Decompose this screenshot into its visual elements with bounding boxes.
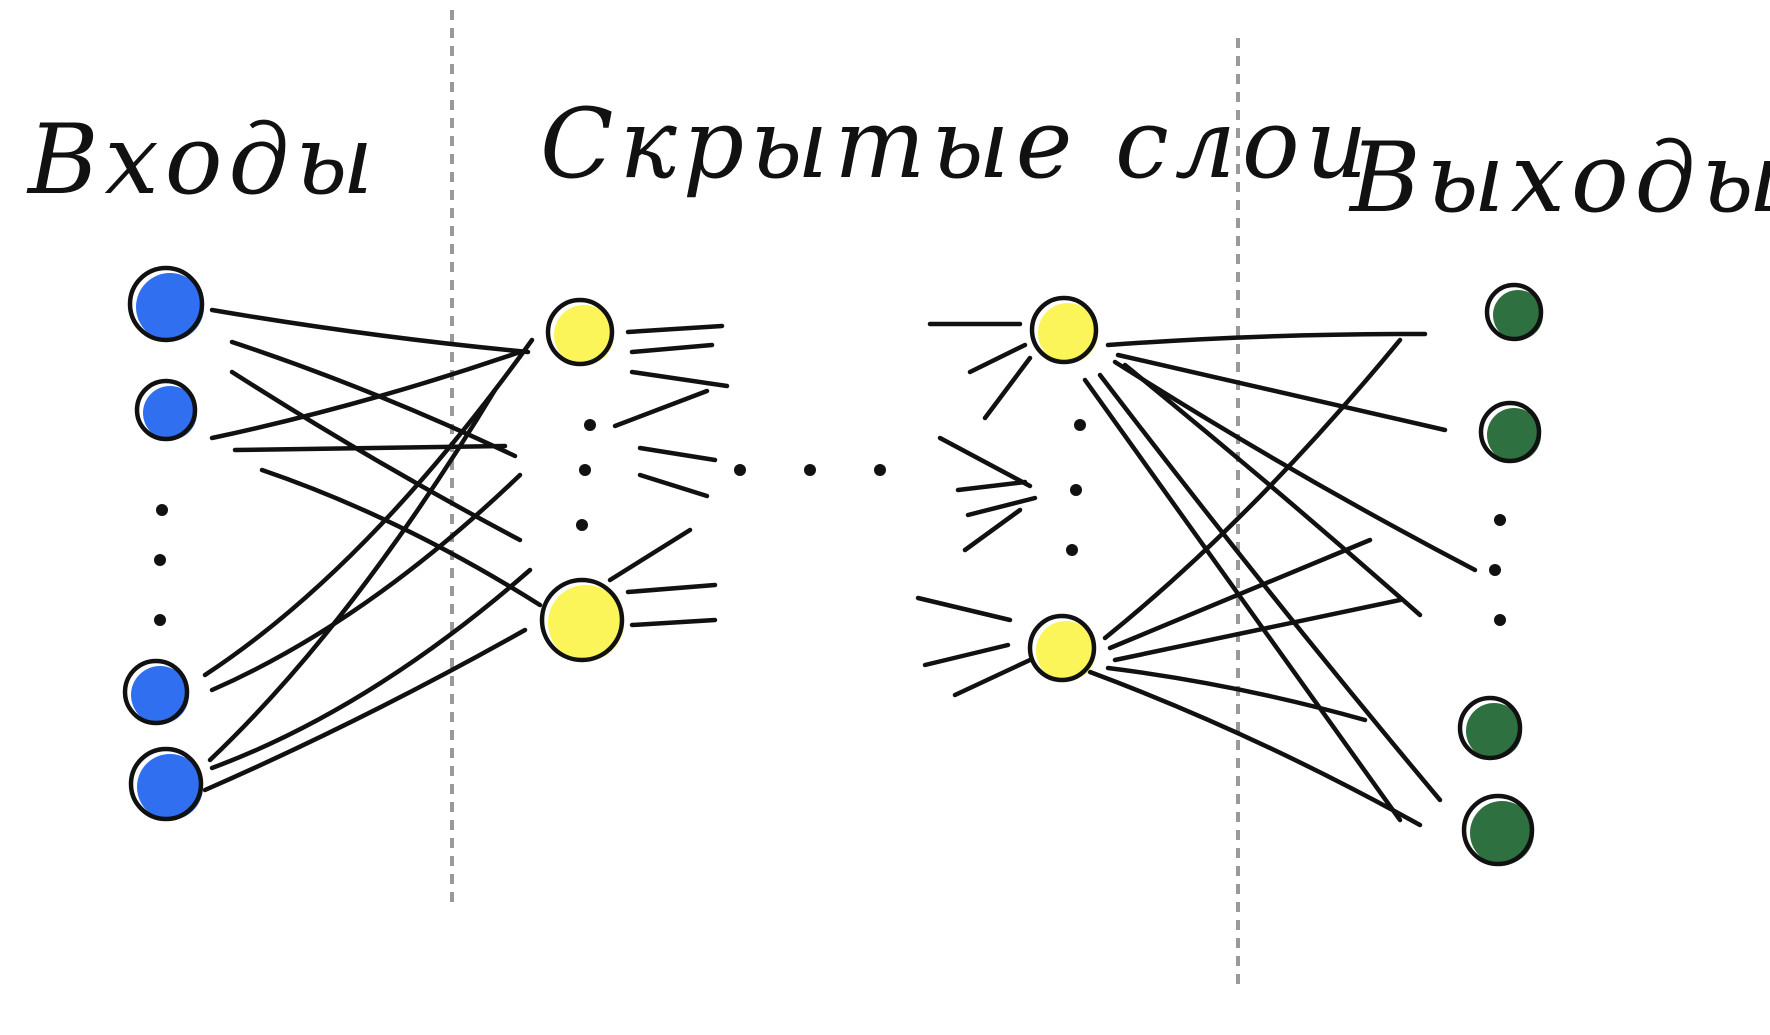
edge-stub <box>967 342 1028 375</box>
hidden-node-outline <box>539 577 625 663</box>
edge-input-hidden <box>207 387 498 763</box>
input-node <box>137 754 203 820</box>
ellipsis-dot <box>154 614 166 626</box>
edge-hidden-output <box>1087 669 1423 828</box>
input-node-outline <box>122 658 190 726</box>
edge-stub <box>612 388 710 429</box>
output-node <box>1493 290 1543 340</box>
edge-input-hidden <box>259 467 543 608</box>
edge-stub <box>937 435 1033 489</box>
output-node-outline <box>1461 793 1535 867</box>
edge-stub <box>637 472 710 499</box>
neurons <box>122 265 1544 867</box>
ellipsis-dot <box>874 464 886 476</box>
edge-stub <box>629 617 718 628</box>
ellipsis-dot <box>1494 514 1506 526</box>
input-node-outline <box>128 746 204 822</box>
hidden-node-outline <box>1029 295 1099 365</box>
output-node-outline <box>1484 282 1544 342</box>
edge-stub <box>915 595 1013 623</box>
ellipsis-dot <box>734 464 746 476</box>
ellipsis-dot <box>1070 484 1082 496</box>
edge-input-hidden <box>202 627 528 793</box>
ellipsis-dot <box>579 464 591 476</box>
ellipsis-dot <box>156 504 168 516</box>
output-node <box>1487 408 1541 462</box>
edge-hidden-output <box>1105 665 1368 723</box>
output-node-outline <box>1457 695 1523 761</box>
edge-stub <box>982 355 1033 421</box>
input-node <box>136 273 204 341</box>
hidden-node <box>548 585 624 661</box>
hidden-layers-label: Скрытые слои <box>540 88 1374 200</box>
edge-stub <box>625 323 725 335</box>
edge-hidden-output <box>1082 377 1403 823</box>
edge-input-hidden <box>232 443 508 453</box>
input-node <box>131 666 189 724</box>
edge-input-hidden <box>209 472 523 693</box>
hidden-node-outline <box>545 297 615 367</box>
edge-input-hidden <box>209 349 523 441</box>
ellipsis-dot <box>1489 564 1501 576</box>
edge-stub <box>629 369 730 389</box>
edge-stub <box>607 527 693 583</box>
edge-hidden-output <box>1107 537 1373 651</box>
edge-stub <box>629 342 715 355</box>
edge-hidden-output <box>1105 331 1428 348</box>
section-dividers <box>450 10 1240 985</box>
edge-stub <box>952 657 1033 698</box>
input-node <box>143 386 197 440</box>
ellipsis-dot <box>154 554 166 566</box>
ellipsis-dot <box>804 464 816 476</box>
hidden-node <box>554 305 614 365</box>
output-node <box>1470 801 1534 865</box>
ellipsis-dots <box>154 419 1506 626</box>
edge-input-hidden <box>209 567 533 771</box>
edge-stub <box>922 642 1011 668</box>
hidden-node <box>1038 303 1098 363</box>
edge-input-hidden <box>209 307 531 355</box>
outputs-label: Выходы <box>1350 122 1770 234</box>
hidden-node-outline <box>1027 613 1097 683</box>
edge-hidden-output <box>1122 362 1423 618</box>
edge-stub <box>965 495 1038 518</box>
output-node-outline <box>1478 400 1542 464</box>
hidden-node <box>1036 621 1096 681</box>
connections <box>202 307 1478 828</box>
edge-hidden-output <box>1097 372 1443 803</box>
edge-input-hidden <box>229 369 523 543</box>
edge-stub <box>625 582 718 595</box>
input-node-outline <box>127 265 205 343</box>
inputs-label: Входы <box>28 104 380 216</box>
edge-hidden-output <box>1115 352 1448 433</box>
edge-stub <box>955 479 1028 493</box>
ellipsis-dot <box>1074 419 1086 431</box>
ellipsis-dot <box>1066 544 1078 556</box>
ellipsis-dot <box>1494 614 1506 626</box>
edge-hidden-output <box>1112 597 1403 663</box>
ellipsis-dot <box>576 519 588 531</box>
edge-stub <box>637 445 718 463</box>
edge-stub <box>962 507 1023 553</box>
output-node <box>1466 703 1522 759</box>
edge-input-hidden <box>229 339 518 459</box>
ellipsis-dot <box>584 419 596 431</box>
edge-hidden-output <box>1102 337 1403 641</box>
edge-hidden-output <box>1112 359 1478 573</box>
input-node-outline <box>134 378 198 442</box>
